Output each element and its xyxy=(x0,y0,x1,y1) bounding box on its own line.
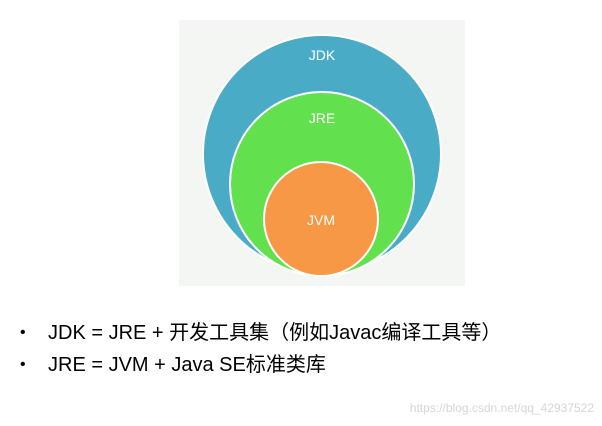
watermark: https://blog.csdn.net/qq_42937522 xyxy=(409,401,594,415)
jdk-label: JDK xyxy=(309,47,336,63)
list-item: • JRE = JVM + Java SE标准类库 xyxy=(20,349,501,381)
jvm-label: JVM xyxy=(307,212,335,228)
definition-list: • JDK = JRE + 开发工具集（例如Javac编译工具等） • JRE … xyxy=(20,317,501,381)
list-item-text: JDK = JRE + 开发工具集（例如Javac编译工具等） xyxy=(48,322,502,344)
list-item: • JDK = JRE + 开发工具集（例如Javac编译工具等） xyxy=(20,317,501,349)
list-item-text: JRE = JVM + Java SE标准类库 xyxy=(48,354,326,376)
diagram-panel: JDK JRE JVM xyxy=(179,20,465,286)
jre-label: JRE xyxy=(309,110,335,126)
nested-circles-diagram: JDK JRE JVM xyxy=(202,34,442,277)
bullet-icon: • xyxy=(20,324,26,341)
bullet-icon: • xyxy=(20,356,26,373)
jvm-circle xyxy=(263,161,379,277)
